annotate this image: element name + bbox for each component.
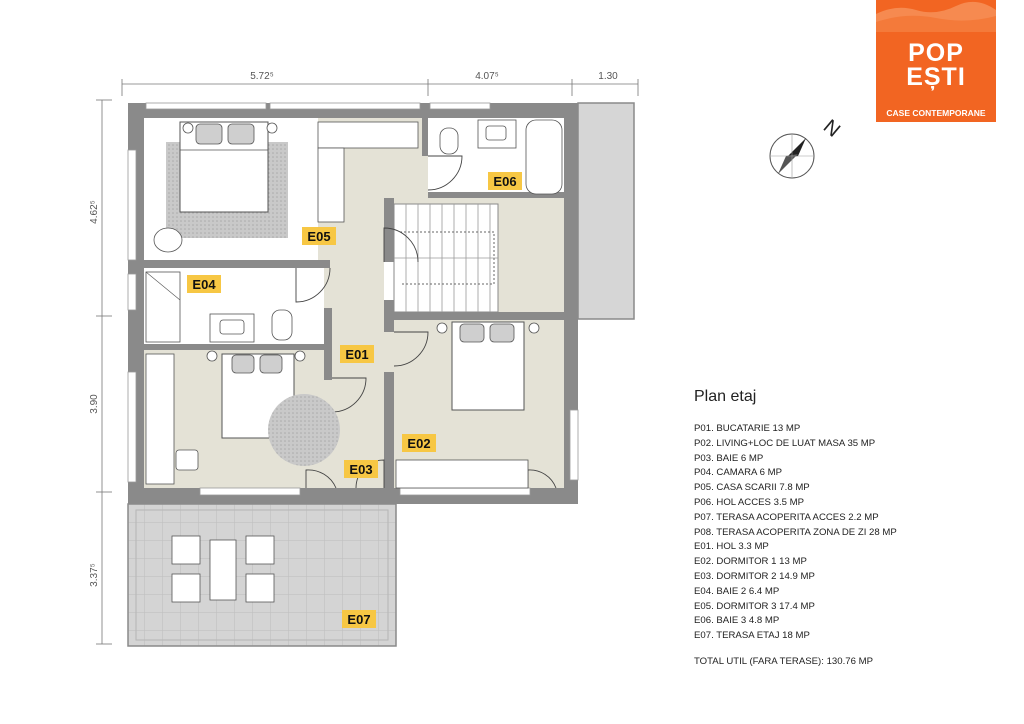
dim-top-1: 5.72⁵ [250, 71, 274, 82]
svg-text:E01: E01 [345, 347, 368, 362]
legend-item: P03. BAIE 6 MP [694, 452, 764, 464]
legend-item: E06. BAIE 3 4.8 MP [694, 615, 780, 627]
brand-name-line2: EȘTI [906, 63, 966, 91]
stairs [393, 203, 499, 313]
windows [127, 102, 579, 496]
room-label-e02: E02 [402, 434, 436, 452]
svg-text:E06: E06 [493, 174, 516, 189]
svg-text:E04: E04 [192, 277, 216, 292]
legend-item: E07. TERASA ETAJ 18 MP [694, 630, 810, 642]
svg-text:E05: E05 [307, 229, 330, 244]
legend-item: E04. BAIE 2 6.4 MP [694, 585, 780, 597]
east-balcony [577, 102, 635, 320]
legend-item: E01. HOL 3.3 MP [694, 541, 769, 553]
legend-item: E02. DORMITOR 1 13 MP [694, 556, 807, 568]
dimension-lines [96, 79, 639, 645]
compass-north-label: N [819, 116, 844, 142]
legend-item: P05. CASA SCARII 7.8 MP [694, 482, 810, 494]
dim-top-3: 1.30 [598, 71, 618, 82]
room-label-e05: E05 [302, 227, 336, 245]
room-label-e07: E07 [342, 610, 376, 628]
dim-top-2: 4.07⁵ [475, 71, 499, 82]
legend-item: P04. CAMARA 6 MP [694, 467, 782, 479]
door-swings [295, 155, 557, 489]
room-label-e01: E01 [340, 345, 374, 363]
legend-item: P02. LIVING+LOC DE LUAT MASA 35 MP [694, 437, 876, 449]
room-label-e03: E03 [344, 460, 378, 478]
furniture [145, 119, 563, 603]
svg-text:E03: E03 [349, 462, 372, 477]
legend-item: P06. HOL ACCES 3.5 MP [694, 496, 805, 508]
dim-left-2: 3.90 [89, 394, 100, 414]
legend-list: P01. BUCATARIE 13 MP P02. LIVING+LOC DE … [694, 422, 994, 644]
brand-name-line1: POP [908, 39, 964, 67]
legend-title: Plan etaj [694, 388, 757, 405]
room-label-e06: E06 [488, 172, 522, 190]
room-label-e04: E04 [187, 275, 221, 293]
compass-icon: N [769, 116, 844, 179]
room-labels: E01 E02 E03 E04 E05 E06 E07 [187, 172, 522, 628]
svg-text:E07: E07 [347, 612, 370, 627]
legend-item: P08. TERASA ACOPERITA ZONA DE ZI 28 MP [694, 526, 897, 538]
svg-text:E02: E02 [407, 436, 430, 451]
mountains-icon [876, 1, 996, 32]
dim-left-1: 4.62⁵ [89, 200, 100, 224]
brand-logo: POP EȘTI CASE CONTEMPORANE [876, 0, 996, 122]
legend-item: E03. DORMITOR 2 14.9 MP [694, 570, 815, 582]
legend-total: TOTAL UTIL (FARA TERASE): 130.76 MP [694, 655, 873, 667]
dim-left-3: 3.37⁵ [89, 563, 100, 587]
legend-item: P01. BUCATARIE 13 MP [694, 423, 801, 434]
legend-item: P07. TERASA ACOPERITA ACCES 2.2 MP [694, 511, 879, 523]
brand-subtitle: CASE CONTEMPORANE [886, 108, 986, 118]
legend: Plan etaj P01. BUCATARIE 13 MP P02. LIVI… [694, 388, 994, 667]
legend-item: E05. DORMITOR 3 17.4 MP [694, 600, 815, 612]
